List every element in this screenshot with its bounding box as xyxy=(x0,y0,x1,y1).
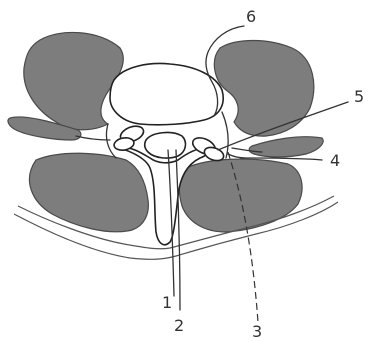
label-4: 4 xyxy=(330,151,340,170)
label-6: 6 xyxy=(246,7,256,26)
left-transverse-process xyxy=(76,136,110,140)
right-psoas-muscle xyxy=(179,159,302,232)
spinal-canal xyxy=(145,133,186,159)
label-3: 3 xyxy=(252,322,262,341)
right-lateral-muscle-slip xyxy=(249,137,323,157)
right-fascial-plane xyxy=(222,112,228,158)
right-paravertebral-muscle xyxy=(214,41,313,137)
label-5: 5 xyxy=(354,87,364,106)
left-fascial-plane xyxy=(106,124,116,158)
label-1: 1 xyxy=(162,293,172,312)
label-2: 2 xyxy=(174,316,184,335)
left-paravertebral-muscle xyxy=(24,32,124,129)
vertebral-body xyxy=(110,64,223,125)
